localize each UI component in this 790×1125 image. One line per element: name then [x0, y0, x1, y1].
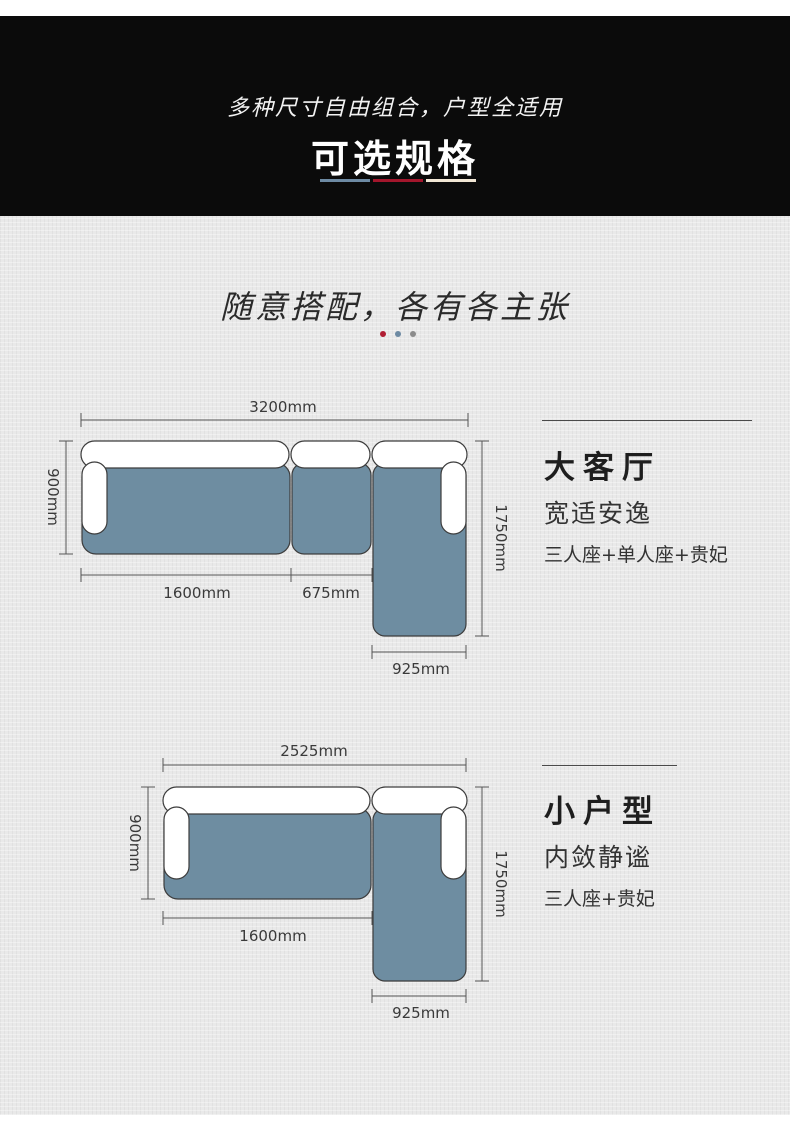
header-accent-bar-red — [373, 179, 423, 182]
dim-chaise-length: 1750mm — [492, 504, 510, 571]
info-divider — [542, 765, 677, 766]
header-banner: 多种尺寸自由组合，户型全适用 可选规格 — [0, 16, 790, 216]
section-heading: 随意搭配，各有各主张 — [219, 288, 570, 326]
bottom-margin — [0, 1115, 790, 1125]
dim-total-width: 2525mm — [280, 742, 347, 760]
config-title: 大客厅 — [544, 450, 661, 486]
indicator-dot-red — [380, 331, 386, 337]
header-accent-bar-cream — [426, 179, 476, 182]
top-margin — [0, 0, 790, 16]
left-armrest — [163, 806, 190, 880]
three-seat-backrest — [162, 786, 371, 815]
config-title: 小户型 — [544, 794, 661, 830]
header-title: 可选规格 — [310, 137, 479, 181]
dim-depth: 900mm — [44, 468, 62, 526]
single-seat-backrest — [290, 440, 371, 469]
three-seat-cushion — [163, 807, 372, 900]
config-description: 三人座+单人座+贵妃 — [544, 544, 728, 566]
config-subtitle: 内敛静谧 — [544, 843, 653, 872]
dim-total-width: 3200mm — [249, 398, 316, 416]
right-armrest — [440, 461, 467, 535]
config-description: 三人座+贵妃 — [544, 888, 655, 910]
right-armrest — [440, 806, 467, 880]
dim-depth: 900mm — [126, 814, 144, 872]
indicator-dot-blue — [395, 331, 401, 337]
header-accent-bar-blue — [320, 179, 370, 182]
left-armrest — [81, 461, 108, 535]
header-subtitle: 多种尺寸自由组合，户型全适用 — [226, 96, 563, 121]
three-seat-backrest — [80, 440, 290, 469]
dim-chaise-width: 925mm — [392, 1004, 450, 1022]
chaise-backrest — [371, 786, 468, 815]
dim-three-seat: 1600mm — [163, 584, 230, 602]
dim-chaise-length: 1750mm — [492, 850, 510, 917]
chaise-backrest — [371, 440, 468, 469]
config-subtitle: 宽适安逸 — [544, 499, 653, 528]
dim-chaise-width: 925mm — [392, 660, 450, 678]
indicator-dot-gray — [410, 331, 416, 337]
dim-single-seat: 675mm — [302, 584, 360, 602]
dim-three-seat: 1600mm — [239, 927, 306, 945]
info-divider — [542, 420, 752, 421]
